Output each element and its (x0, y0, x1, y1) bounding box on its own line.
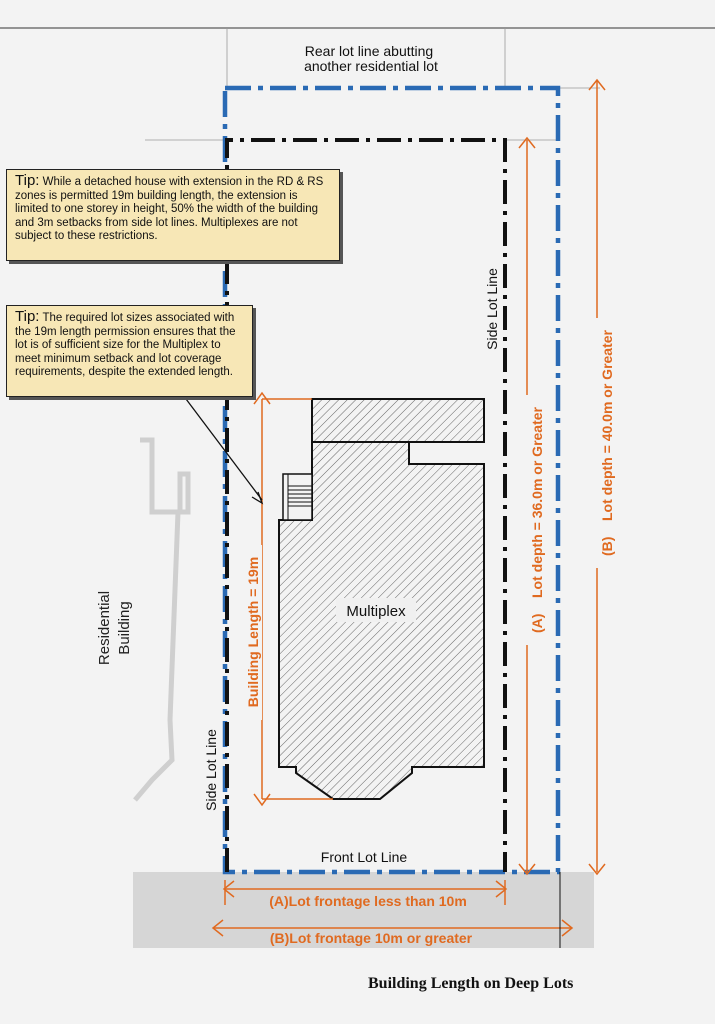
frontage-b-dimension (211, 919, 574, 937)
lot-line-a (225, 138, 507, 872)
side-lot-line-right-label: Side Lot Line (484, 268, 500, 350)
figure-caption: Building Length on Deep Lots (368, 975, 574, 992)
lot-depth-a-label: (A) Lot depth = 36.0m or Greater (529, 406, 545, 633)
frontage-a-label-bg (262, 892, 474, 911)
tip-heading: Tip: (15, 172, 40, 189)
front-lot-line-label: Front Lot Line (321, 849, 408, 865)
multiplex-label: Multiplex (346, 603, 406, 620)
frontage-a-label: (A)Lot frontage less than 10m (269, 893, 467, 909)
entry-stair (282, 473, 313, 521)
building-extension (311, 398, 485, 443)
residential-building-label-1: Residential (96, 591, 113, 665)
lot-depth-b-label-bg (590, 318, 616, 568)
building-length-label: Building Length = 19m (245, 557, 261, 708)
tip-pointer-arrowhead (251, 491, 264, 505)
stair-treads (287, 474, 312, 520)
tip-box-lot-size: Tip: The required lot sizes associated w… (6, 305, 253, 397)
lot-depth-a-label-bg (520, 395, 545, 645)
building-length-label-bg (240, 545, 262, 720)
lot-depth-b-label: (B) Lot depth = 40.0m or Greater (599, 329, 615, 556)
tip-box-extension: Tip: While a detached house with extensi… (6, 169, 340, 261)
tip-pointer-line (182, 394, 263, 501)
lot-line-b (222, 85, 561, 875)
tip-body: While a detached house with extension in… (15, 176, 324, 242)
frontage-b-label-bg (262, 929, 480, 948)
residential-building-outline (133, 437, 191, 802)
tip-heading: Tip: (15, 308, 40, 325)
tip-body: The required lot sizes associated with t… (15, 312, 236, 378)
frontage-a-dimension (222, 880, 508, 905)
frontage-b-label: (B)Lot frontage 10m or greater (270, 930, 473, 946)
residential-building-label-2: Building (116, 601, 133, 654)
rear-lot-line-label-1: Rear lot line abutting (305, 43, 433, 59)
multiplex-label-bg (336, 598, 416, 622)
rear-lot-line-label-2: another residential lot (304, 58, 438, 74)
side-lot-line-left-label: Side Lot Line (203, 729, 219, 811)
